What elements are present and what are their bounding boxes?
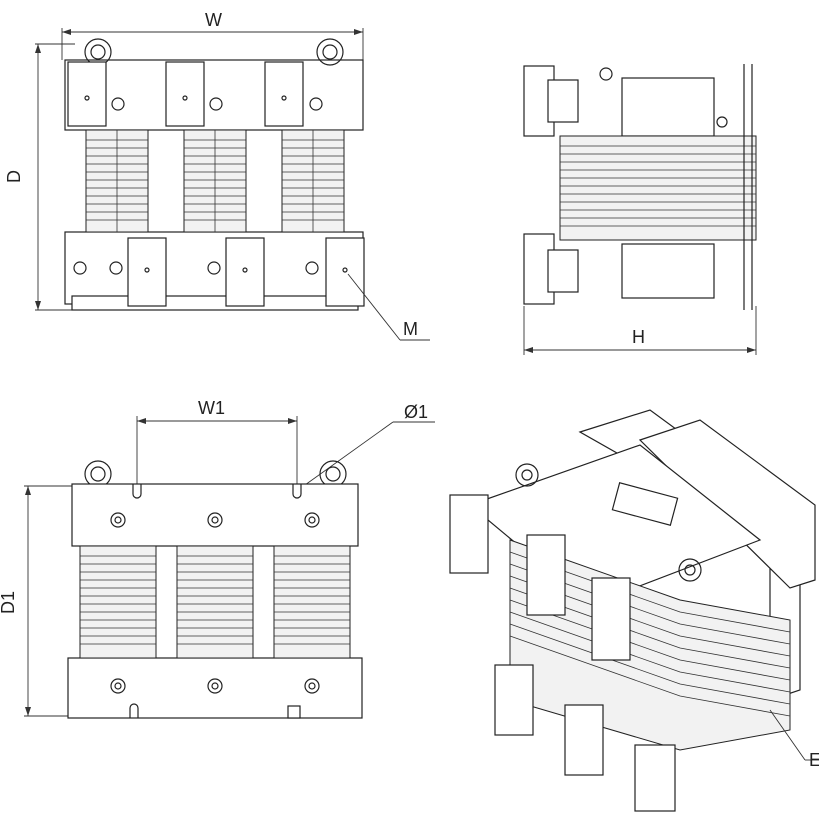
label-diameter: Ø1	[404, 402, 428, 422]
side-view: H	[523, 64, 757, 355]
label-w1: W1	[198, 398, 225, 418]
leader-m: M	[347, 273, 430, 341]
bottom-coils	[79, 545, 351, 659]
dimension-h: H	[523, 306, 757, 355]
front-terminals-bottom	[73, 237, 365, 307]
dimension-d: D	[4, 43, 75, 311]
front-view: W D	[4, 10, 430, 341]
mounting-bolts	[110, 512, 320, 694]
dimension-w: W	[61, 10, 364, 60]
isometric-view: E	[449, 409, 819, 812]
dimension-d1: D1	[0, 485, 75, 717]
label-m: M	[403, 319, 418, 339]
front-coils	[85, 129, 345, 233]
leader-e: E	[769, 709, 819, 770]
label-d: D	[4, 170, 24, 183]
iso-terminals	[449, 494, 676, 812]
label-d1: D1	[0, 591, 18, 614]
label-h: H	[632, 327, 645, 347]
label-w: W	[205, 10, 222, 30]
dimension-w1: W1	[136, 398, 298, 484]
leader-diameter: Ø1	[297, 402, 435, 491]
label-e: E	[809, 750, 819, 770]
bottom-view: W1 Ø1 D1	[0, 398, 435, 719]
front-terminals-top	[67, 61, 323, 127]
